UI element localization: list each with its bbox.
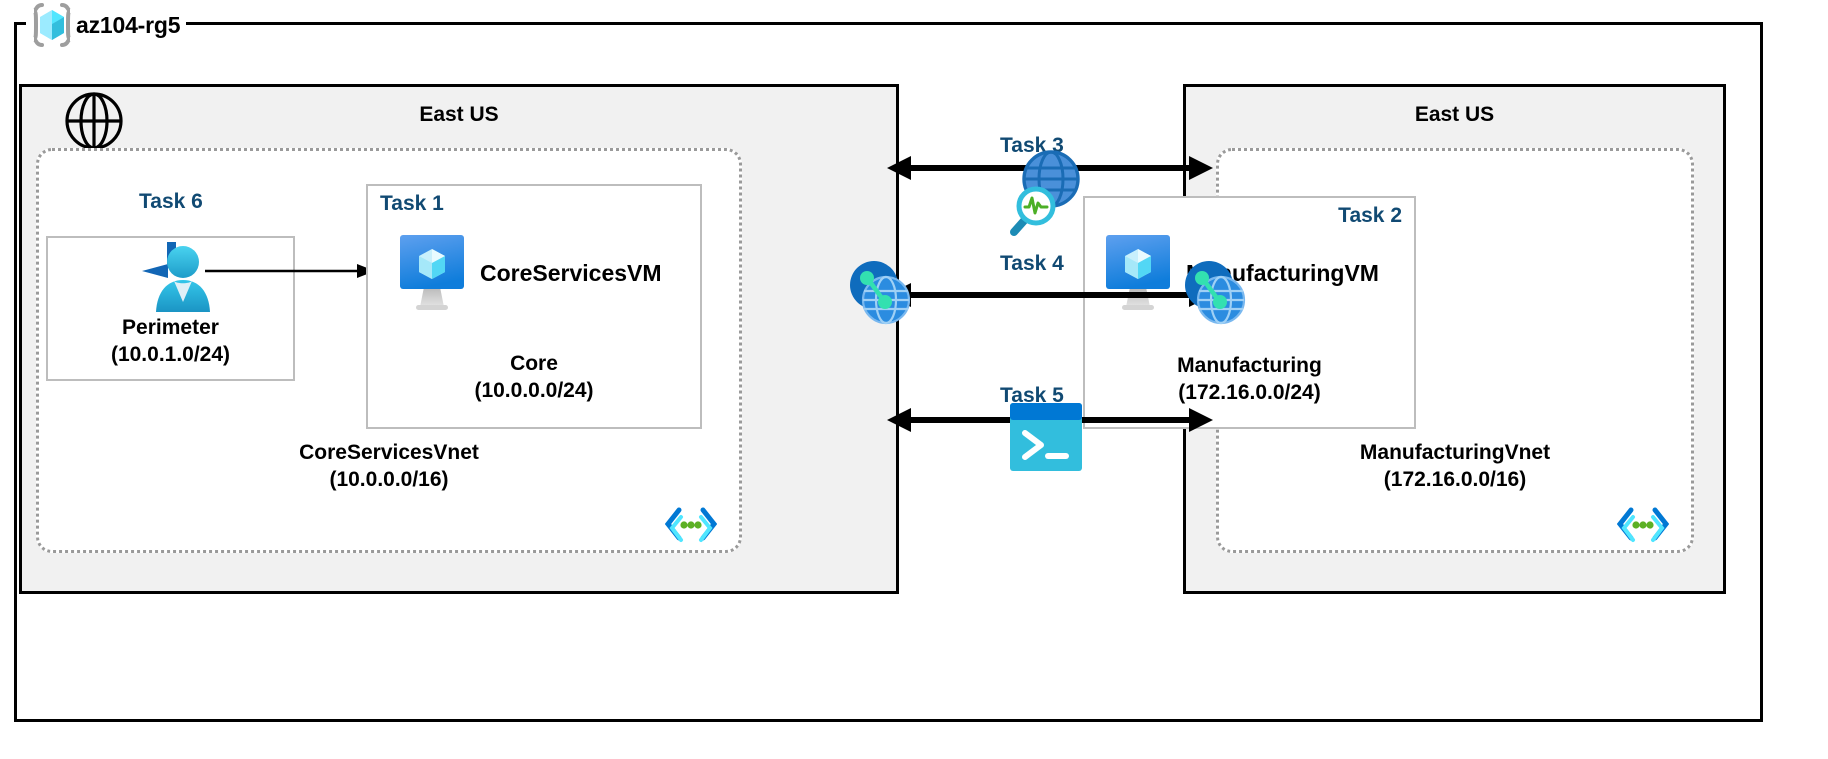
vnet-coreservices-name: CoreServicesVnet <box>299 440 479 464</box>
subnet-manufacturing-name: Manufacturing <box>1177 353 1322 377</box>
resource-group-cube-icon <box>30 2 74 48</box>
resource-group-name: az104-rg5 <box>76 11 181 38</box>
region-title-left: East US <box>419 103 499 126</box>
subnet-core-name: Core <box>510 351 558 375</box>
subnet-perimeter-name: Perimeter <box>122 315 219 339</box>
vnet-subnet-brackets-icon <box>665 504 717 544</box>
connector-label-task4: Task 4 <box>1000 252 1064 275</box>
network-watcher-icon <box>1004 150 1082 236</box>
vnet-peering-icon <box>848 255 914 335</box>
vnet-peering-icon <box>1183 255 1249 335</box>
resource-group-frame <box>14 22 1763 722</box>
vnet-manufacturing-cidr: (172.16.0.0/16) <box>1383 468 1527 492</box>
task-label-1: Task 1 <box>380 192 444 215</box>
vnet-subnet-brackets-icon <box>1617 504 1669 544</box>
subnet-perimeter-text: Perimeter (10.0.1.0/24) <box>48 314 293 369</box>
vnet-manufacturing-name: ManufacturingVnet <box>1359 440 1551 464</box>
arrow-perimeter-to-core <box>205 264 375 278</box>
globe-internet-icon <box>63 90 125 152</box>
vm-coreservices: CoreServicesVM <box>398 233 662 313</box>
task-label-2: Task 2 <box>1338 204 1402 227</box>
vm-coreservices-name: CoreServicesVM <box>480 259 662 286</box>
connector-arrow-task4 <box>887 283 1213 307</box>
user-identity-icon <box>124 240 216 318</box>
subnet-manufacturing-cidr: (172.16.0.0/24) <box>1178 381 1321 405</box>
subnet-core-cidr: (10.0.0.0/24) <box>474 379 594 403</box>
cloud-shell-terminal-icon <box>1010 403 1082 471</box>
vnet-coreservices-label: CoreServicesVnet (10.0.0.0/16) <box>39 439 739 494</box>
connector-label-task5: Task 5 <box>1000 384 1064 407</box>
subnet-core-text: Core (10.0.0.0/24) <box>368 350 700 405</box>
subnet-perimeter-cidr: (10.0.1.0/24) <box>110 343 231 367</box>
virtual-machine-icon <box>398 233 466 313</box>
subnet-manufacturing-text: Manufacturing (172.16.0.0/24) <box>1085 352 1414 407</box>
region-title-right: East US <box>1414 103 1495 126</box>
task-label-6: Task 6 <box>139 190 203 213</box>
vnet-coreservices-cidr: (10.0.0.0/16) <box>329 468 449 492</box>
resource-group-title: az104-rg5 <box>26 2 187 48</box>
subnet-manufacturing: Task 2 Manufacturing (172.16.0.0/24) <box>1083 196 1416 429</box>
vnet-manufacturing-label: ManufacturingVnet (172.16.0.0/16) <box>1219 439 1691 494</box>
